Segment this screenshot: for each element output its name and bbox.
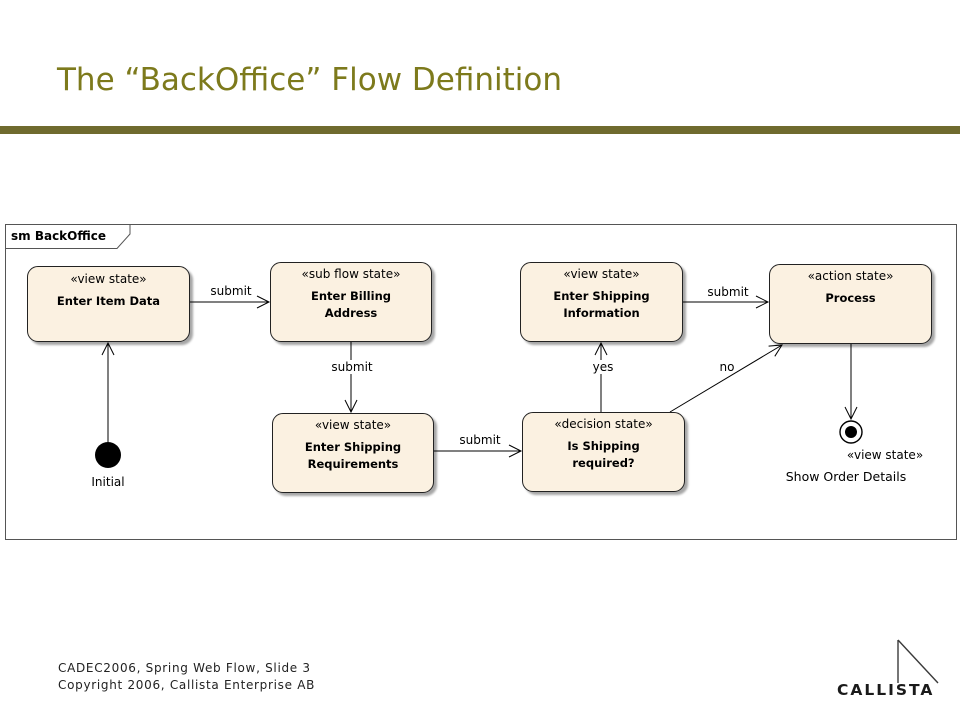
arrowhead	[594, 341, 608, 356]
state-name: Enter Shipping	[553, 289, 650, 303]
state-stereotype: «view state»	[314, 418, 392, 432]
transition-label: submit	[330, 360, 374, 374]
footer-line: CADEC2006, Spring Web Flow, Slide 3	[58, 661, 311, 675]
state-enter-shipping-information: «view state» Enter Shipping Information	[520, 262, 683, 342]
frame-border	[5, 224, 957, 540]
state-name: Process	[825, 291, 876, 305]
frame-label-tab	[5, 224, 131, 249]
company-logo-text: CALLISTA	[837, 681, 935, 699]
slide-footer: CADEC2006, Spring Web Flow, Slide 3 Copy…	[58, 660, 315, 694]
sail-triangle-icon	[897, 639, 939, 684]
transition-label: no	[719, 360, 735, 374]
diagram-edges	[5, 224, 957, 540]
state-name: Address	[324, 306, 378, 320]
state-stereotype: «view state»	[70, 272, 147, 286]
state-is-shipping-required: «decision state» Is Shipping required?	[522, 412, 685, 492]
state-name: Enter Billing	[311, 289, 391, 303]
state-machine-frame: sm BackOffice «view state» Enter Item Da…	[5, 224, 957, 540]
arrowhead	[101, 341, 115, 356]
arrowhead	[755, 295, 770, 309]
frame-label: sm BackOffice	[11, 229, 106, 243]
state-name: Information	[563, 306, 640, 320]
arrowhead	[844, 406, 858, 421]
final-node-dot	[845, 426, 857, 438]
transition-label: submit	[459, 433, 501, 447]
transition-label: submit	[707, 285, 749, 299]
slide-title: The “BackOffice” Flow Definition	[57, 62, 563, 98]
state-stereotype: «decision state»	[554, 417, 653, 431]
state-process: «action state» Process	[769, 264, 932, 344]
logo-sail-edge	[897, 639, 939, 684]
arrowhead	[344, 399, 358, 414]
state-name: Enter Item Data	[56, 294, 161, 308]
arrowhead	[256, 295, 271, 309]
state-enter-item-data: «view state» Enter Item Data	[27, 266, 190, 342]
state-stereotype: «view state»	[563, 267, 640, 281]
arrowhead	[768, 344, 783, 357]
transition-label: yes	[591, 360, 615, 374]
state-name: Is Shipping	[567, 439, 640, 453]
transition-label: submit	[210, 284, 252, 298]
arrowhead	[508, 444, 523, 458]
state-stereotype: «sub flow state»	[301, 267, 401, 281]
state-name: Enter Shipping	[304, 440, 402, 454]
title-rule	[0, 126, 960, 134]
state-name: required?	[572, 456, 635, 470]
final-state-name: Show Order Details	[785, 469, 907, 484]
state-enter-billing-address: «sub flow state» Enter Billing Address	[270, 262, 432, 342]
final-state-stereotype: «view state»	[846, 448, 924, 462]
state-name: Requirements	[307, 457, 399, 471]
initial-label: Initial	[91, 475, 125, 489]
footer-line: Copyright 2006, Callista Enterprise AB	[58, 678, 316, 692]
initial-node	[95, 442, 121, 468]
state-enter-shipping-requirements: «view state» Enter Shipping Requirements	[272, 413, 434, 493]
transition-line	[669, 344, 783, 413]
state-stereotype: «action state»	[807, 269, 894, 283]
